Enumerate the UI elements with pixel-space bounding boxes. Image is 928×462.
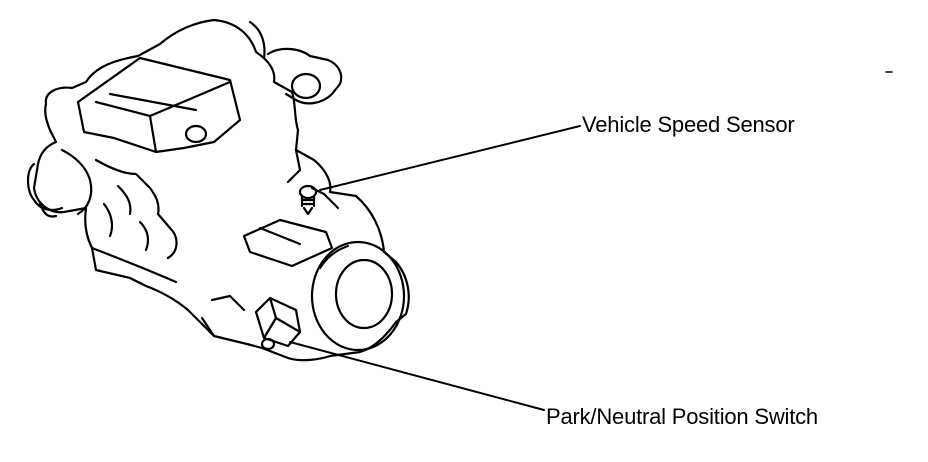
output-flange [310,240,406,352]
vehicle-speed-sensor-part [298,184,318,216]
label-park-neutral-position-switch: Park/Neutral Position Switch [546,404,818,429]
oil-cap [184,124,208,144]
park-neutral-switch-part [254,296,302,351]
engine-outline [32,18,410,362]
throttle-body [290,72,322,100]
leader-line-vss [319,125,581,191]
label-vehicle-speed-sensor: Vehicle Speed Sensor [582,112,795,137]
transmission-case [242,218,334,268]
leader-line-pnp [289,341,545,411]
cylinder-head [76,56,242,154]
